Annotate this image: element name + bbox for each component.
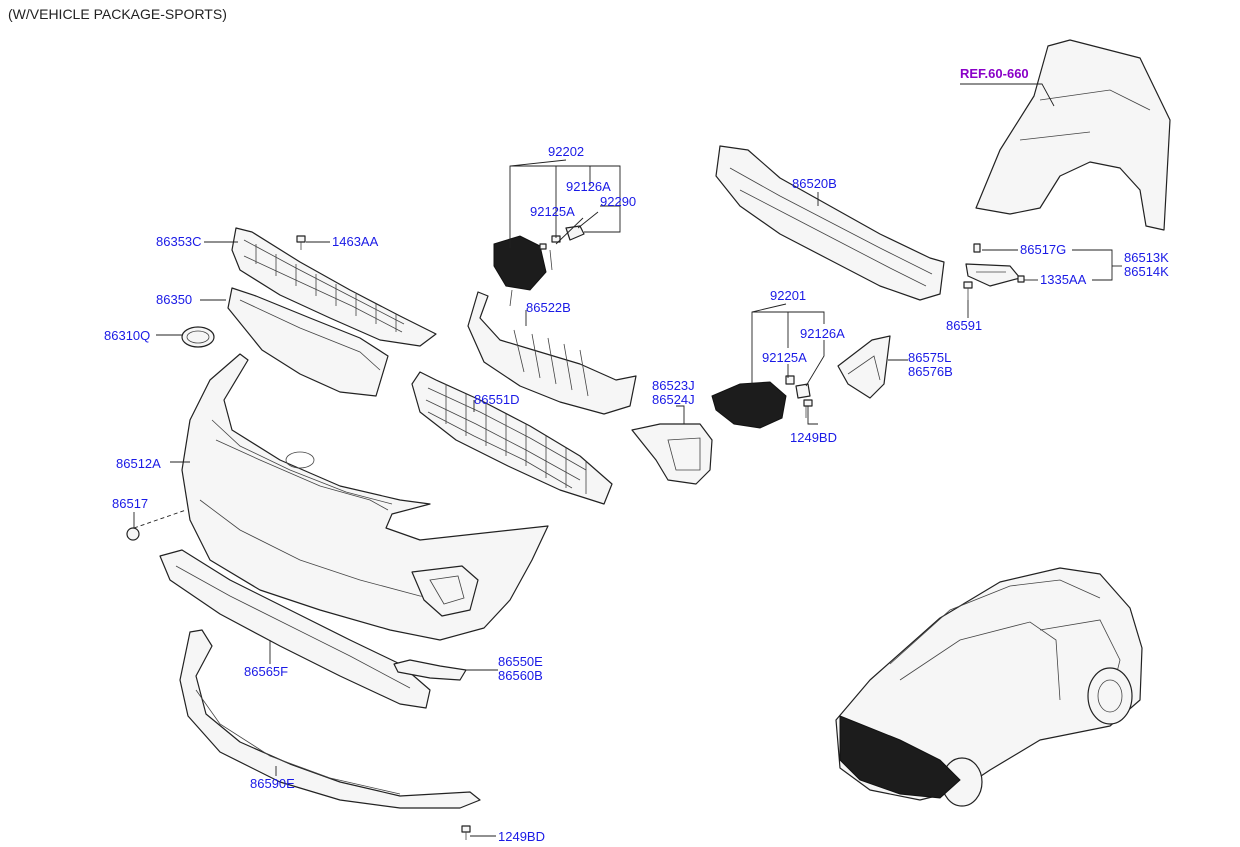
grille-bracket-86353c-part (231, 227, 437, 347)
leader-lines (133, 83, 1122, 837)
label-86523j[interactable]: 86523J (652, 378, 695, 393)
lower-lip-86565f-part (159, 549, 431, 709)
clip-1463aa-part (296, 235, 306, 250)
screw-86591-part (963, 281, 973, 300)
bolt-1249bd-mid-part (803, 399, 813, 407)
label-92201[interactable]: 92201 (770, 288, 806, 303)
bolt-1249bd-bottom-part (461, 825, 471, 840)
diagram-header: (W/VEHICLE PACKAGE-SPORTS) (8, 6, 227, 22)
label-86517[interactable]: 86517 (112, 496, 148, 511)
part-labels: 92202 92126A 92125A 92290 86520B REF.60-… (104, 66, 1169, 844)
label-92126a-top[interactable]: 92126A (566, 179, 611, 194)
label-86591[interactable]: 86591 (946, 318, 982, 333)
label-92125a-top[interactable]: 92125A (530, 204, 575, 219)
label-86514k[interactable]: 86514K (1124, 264, 1169, 279)
label-86560b[interactable]: 86560B (498, 668, 543, 683)
nut-1335aa-part (1017, 275, 1025, 283)
fender-ref-part (975, 39, 1171, 231)
label-1463aa[interactable]: 1463AA (332, 234, 379, 249)
label-86517g[interactable]: 86517G (1020, 242, 1066, 257)
label-86565f[interactable]: 86565F (244, 664, 288, 679)
bracket-86522b-part (467, 291, 637, 415)
label-86353c[interactable]: 86353C (156, 234, 202, 249)
absorber-86520b-part (715, 145, 945, 301)
label-86520b[interactable]: 86520B (792, 176, 837, 191)
label-86522b[interactable]: 86522B (526, 300, 571, 315)
label-86513k[interactable]: 86513K (1124, 250, 1169, 265)
label-92290[interactable]: 92290 (600, 194, 636, 209)
label-ref-60-660[interactable]: REF.60-660 (960, 66, 1029, 81)
label-92202[interactable]: 92202 (548, 144, 584, 159)
screw-86517g-part (973, 243, 981, 253)
label-86550e[interactable]: 86550E (498, 654, 543, 669)
label-86575l[interactable]: 86575L (908, 350, 951, 365)
skid-plate-86590e-part (179, 629, 481, 809)
label-86310q[interactable]: 86310Q (104, 328, 150, 343)
label-86524j[interactable]: 86524J (652, 392, 695, 407)
label-86576b[interactable]: 86576B (908, 364, 953, 379)
label-86551d[interactable]: 86551D (474, 392, 520, 407)
label-1335aa[interactable]: 1335AA (1040, 272, 1087, 287)
front-bumper-86512a-part (181, 353, 549, 641)
emblem-86310q-part (181, 326, 215, 348)
sensor-unit-92201-part (711, 375, 811, 429)
grille-86350-part (227, 287, 389, 397)
label-86512a[interactable]: 86512A (116, 456, 161, 471)
fog-cover-86523j-part (631, 423, 713, 485)
vehicle-illustration (835, 567, 1143, 807)
label-86350[interactable]: 86350 (156, 292, 192, 307)
lower-grille-86551d-part (411, 371, 613, 505)
label-1249bd-bottom[interactable]: 1249BD (498, 829, 545, 844)
label-92125a-mid[interactable]: 92125A (762, 350, 807, 365)
label-1249bd-mid[interactable]: 1249BD (790, 430, 837, 445)
sensor-unit-92202-part (493, 225, 585, 307)
label-92126a-mid[interactable]: 92126A (800, 326, 845, 341)
bracket-86513k-part (965, 263, 1021, 287)
cap-86517-part (126, 527, 140, 541)
lip-trim-86550e-part (393, 659, 467, 681)
air-duct-86575l-part (837, 335, 891, 399)
label-86590e[interactable]: 86590E (250, 776, 295, 791)
